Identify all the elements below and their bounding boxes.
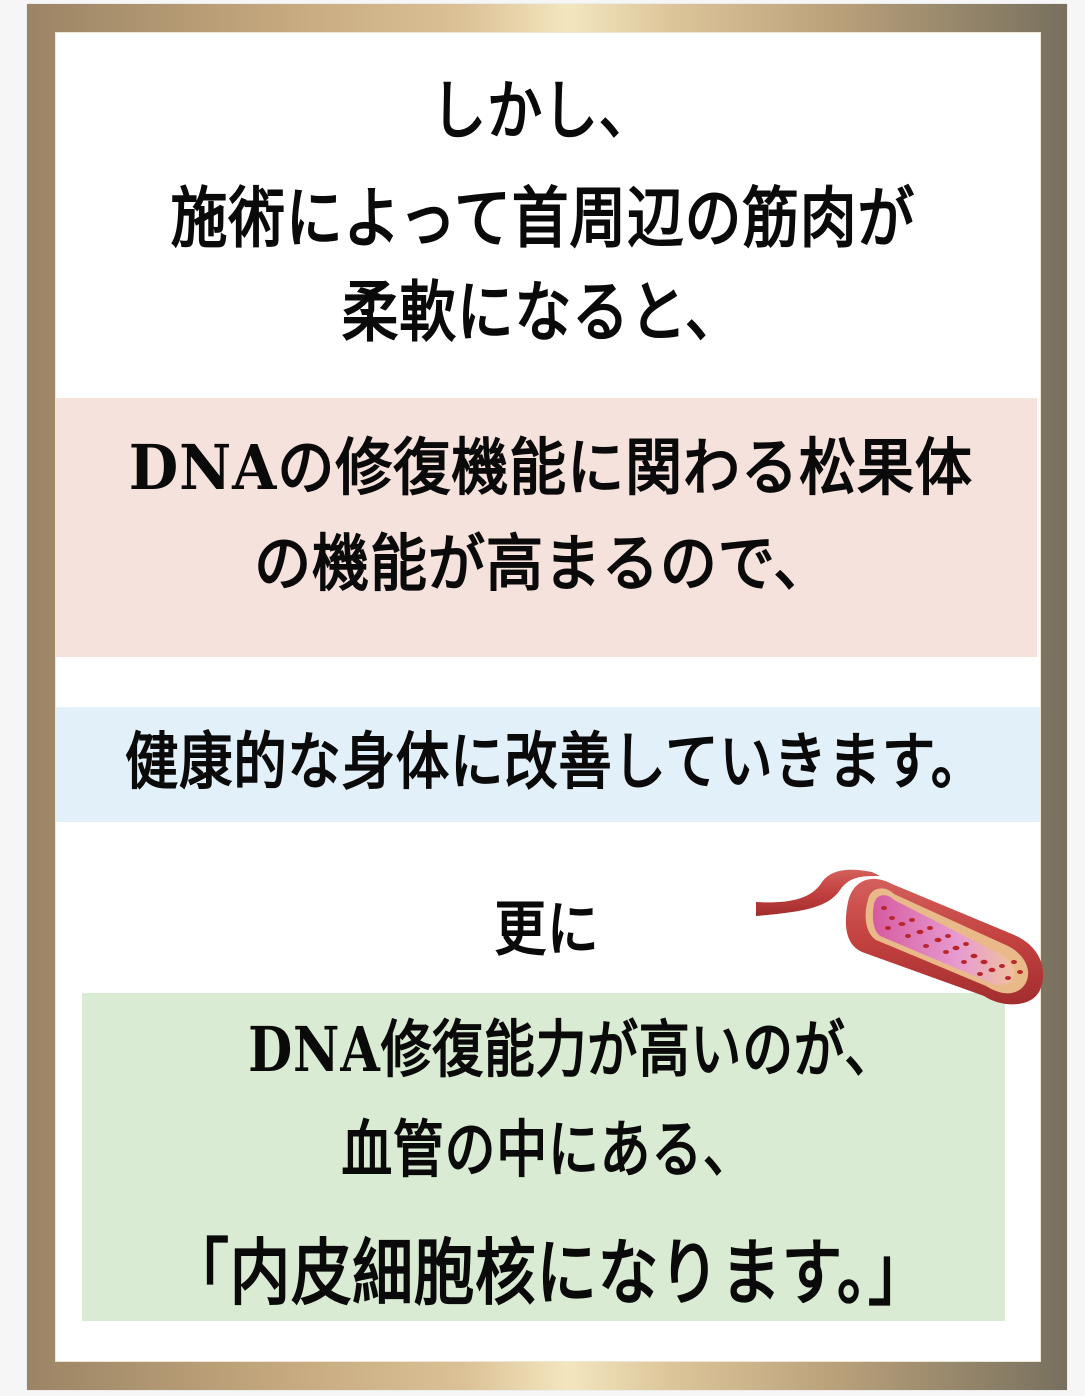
health-improvement-highlight-box <box>56 707 1040 822</box>
green-box-line-2: 血管の中にある、 <box>341 1113 756 1186</box>
blood-vessel-illustration-icon <box>756 869 1044 1005</box>
green-box-line-3: 「内皮細胞核になります。」 <box>168 1230 929 1315</box>
intro-line-1: しかし、 <box>430 74 655 149</box>
pink-box-line-2: の機能が高まるので、 <box>253 527 832 600</box>
pink-box-line-1: DNAの修復機能に関わる松果体 <box>128 431 973 504</box>
green-box-line-1: DNA修復能力が高いのが、 <box>248 1013 897 1086</box>
pineal-function-highlight-box <box>56 398 1037 657</box>
further-label: 更に <box>494 895 599 965</box>
intro-line-2: 施術によって首周辺の筋肉が <box>170 179 915 257</box>
blue-box-line-1: 健康的な身体に改善していきます。 <box>124 725 985 798</box>
endothelial-nucleus-highlight-box <box>82 993 1005 1321</box>
intro-line-3: 柔軟になると、 <box>341 273 744 351</box>
